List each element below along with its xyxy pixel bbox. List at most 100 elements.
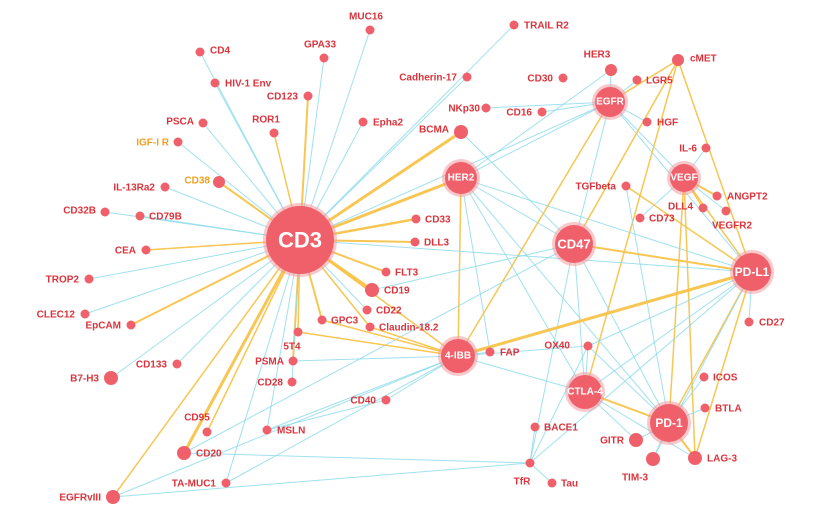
node-circle[interactable] [712,191,722,201]
node-circle[interactable] [454,125,468,139]
node-claudin[interactable]: Claudin-18.2 [365,322,439,334]
node-circle[interactable] [485,347,495,357]
node-ctla4[interactable]: CTLA-4 [565,372,605,412]
node-egfr[interactable]: EGFR [592,84,628,120]
node-circle[interactable] [126,320,136,330]
node-circle[interactable] [317,315,327,325]
node-her3[interactable]: HER3 [584,50,617,77]
node-circle[interactable] [104,371,118,385]
node-pd1[interactable]: PD-1 [647,401,691,445]
node-psma[interactable]: PSMA [255,356,298,368]
node-flt3[interactable]: FLT3 [381,267,419,279]
node-cd22[interactable]: CD22 [362,305,403,317]
node-dll4[interactable]: DLL4 [668,202,708,213]
node-cd28[interactable]: CD28 [257,377,297,389]
node-circle[interactable] [202,427,212,437]
node-circle[interactable] [555,225,593,263]
node-pdl1[interactable]: PD-L1 [730,250,774,294]
node-trailr2[interactable]: TRAIL R2 [509,20,570,32]
node-circle[interactable] [362,305,372,315]
node-circle[interactable] [293,327,303,337]
node-lgr5[interactable]: LGR5 [632,75,674,87]
node-circle[interactable] [177,446,191,460]
node-cd20[interactable]: CD20 [177,446,222,460]
node-circle[interactable] [642,117,652,127]
node-cd133[interactable]: CD133 [136,359,182,371]
node-t54[interactable]: 5T4 [283,327,303,353]
node-cd19[interactable]: CD19 [365,283,410,297]
node-circle[interactable] [445,162,477,194]
node-b7h3[interactable]: B7-H3 [70,371,118,385]
node-circle[interactable] [411,214,421,224]
node-circle[interactable] [288,356,298,366]
node-cd38[interactable]: CD38 [184,176,225,189]
node-fap[interactable]: FAP [485,347,520,359]
node-tfr[interactable]: TfR [514,458,535,488]
node-icos[interactable]: ICOS [699,372,738,384]
node-circle[interactable] [266,206,334,274]
node-circle[interactable] [319,53,329,63]
node-circle[interactable] [358,117,368,127]
node-circle[interactable] [172,359,182,369]
node-circle[interactable] [160,182,170,192]
node-circle[interactable] [213,176,225,188]
node-muc16[interactable]: MUC16 [349,12,383,35]
node-circle[interactable] [80,309,90,319]
node-il13ra2[interactable]: IL-13Ra2 [113,182,170,194]
node-vegfr2[interactable]: VEGFR2 [712,206,752,232]
node-circle[interactable] [699,372,709,382]
node-circle[interactable] [365,322,375,332]
node-circle[interactable] [100,207,110,217]
node-msln[interactable]: MSLN [262,425,306,437]
node-circle[interactable] [509,20,519,30]
node-cd95[interactable]: CD95 [184,413,212,437]
node-circle[interactable] [84,274,94,284]
node-circle[interactable] [441,339,475,373]
node-trop2[interactable]: TROP2 [46,274,94,286]
node-circle[interactable] [595,87,625,117]
node-circle[interactable] [525,458,535,468]
node-hiv[interactable]: HIV-1 Env [210,78,272,90]
node-cadherin17[interactable]: Cadherin-17 [399,72,472,84]
node-cd27[interactable]: CD27 [744,317,786,329]
node-circle[interactable] [262,425,272,435]
node-cd4[interactable]: CD4 [195,46,231,57]
node-circle[interactable] [558,73,568,83]
node-vegf[interactable]: VEGF [667,161,701,195]
node-circle[interactable] [646,452,660,466]
node-circle[interactable] [410,237,420,247]
node-angpt2[interactable]: ANGPT2 [712,191,769,203]
node-circle[interactable] [721,206,731,216]
node-lag3[interactable]: LAG-3 [688,451,737,465]
node-circle[interactable] [672,54,684,66]
node-circle[interactable] [635,213,645,223]
node-bace1[interactable]: BACE1 [530,422,579,434]
node-dll3[interactable]: DLL3 [410,237,450,249]
node-circle[interactable] [530,422,540,432]
node-circle[interactable] [621,181,631,191]
node-ror1[interactable]: ROR1 [252,115,280,138]
node-cd79b[interactable]: CD79B [135,211,182,223]
node-circle[interactable] [733,253,771,291]
node-cd30[interactable]: CD30 [527,73,568,85]
node-gpa33[interactable]: GPA33 [304,40,336,63]
node-cmet[interactable]: cMET [672,54,717,67]
node-circle[interactable] [173,137,183,147]
node-hgf[interactable]: HGF [642,117,679,129]
node-circle[interactable] [269,128,279,138]
node-her2[interactable]: HER2 [442,159,480,197]
node-psca[interactable]: PSCA [166,117,208,128]
node-circle[interactable] [700,403,710,413]
node-circle[interactable] [688,451,702,465]
node-tim3[interactable]: TIM-3 [622,452,660,484]
node-cd33[interactable]: CD33 [411,214,452,226]
node-igf1r[interactable]: IGF-I R [136,137,183,149]
node-circle[interactable] [221,478,231,488]
node-gpc3[interactable]: GPC3 [317,315,359,327]
node-circle[interactable] [583,341,593,351]
node-circle[interactable] [198,118,208,128]
node-circle[interactable] [365,25,375,35]
node-circle[interactable] [670,164,698,192]
node-epcam[interactable]: EpCAM [85,320,136,332]
node-circle[interactable] [605,64,617,76]
